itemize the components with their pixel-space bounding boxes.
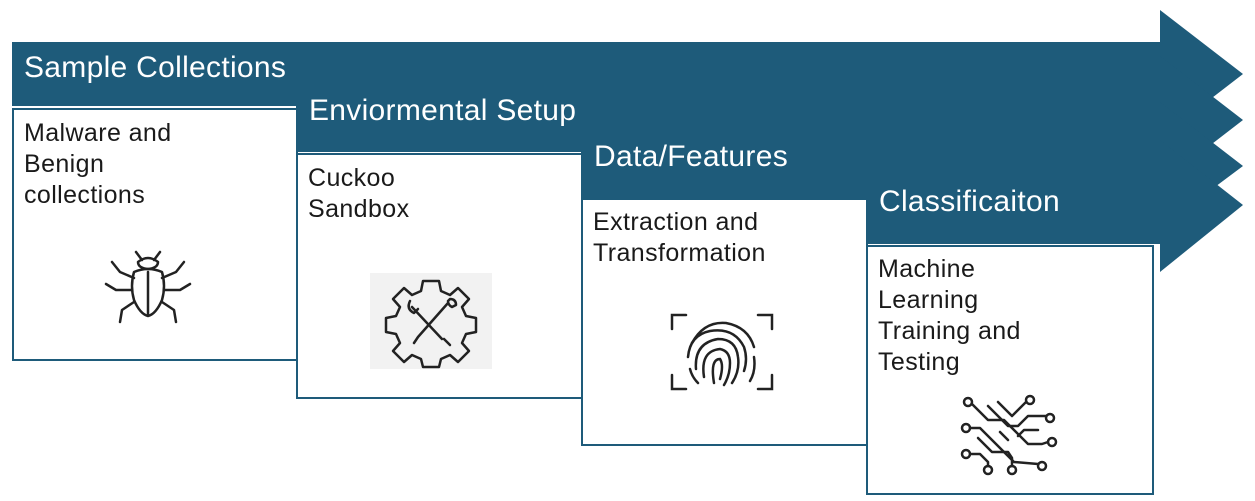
gear-tools-icon bbox=[370, 273, 492, 369]
bug-icon bbox=[98, 240, 198, 326]
step-title-4: Classificaiton bbox=[879, 185, 1060, 218]
step-desc-line: Cuckoo bbox=[308, 164, 396, 192]
step-desc-line: Benign bbox=[24, 150, 105, 178]
step-desc-line: Malware and bbox=[24, 119, 172, 147]
step-desc-line: Learning bbox=[878, 286, 979, 314]
arrow-banner-4 bbox=[866, 140, 1243, 272]
step-desc-line: Training and bbox=[878, 317, 1021, 345]
step-desc-line: Sandbox bbox=[308, 195, 410, 223]
fingerprint-scan-icon bbox=[670, 313, 774, 391]
step-desc-2: Cuckoo Sandbox bbox=[308, 163, 410, 225]
step-desc-line: Transformation bbox=[593, 239, 766, 267]
step-title-1: Sample Collections bbox=[24, 51, 287, 84]
step-desc-3: Extraction and Transformation bbox=[593, 207, 766, 269]
step-desc-line: Extraction and bbox=[593, 208, 759, 236]
step-card-1 bbox=[12, 108, 298, 361]
step-desc-4: Machine Learning Training and Testing bbox=[878, 254, 1021, 378]
step-title-3: Data/Features bbox=[594, 140, 788, 173]
circuit-network-icon bbox=[958, 392, 1058, 476]
step-desc-line: Machine bbox=[878, 255, 976, 283]
step-desc-1: Malware and Benign collections bbox=[24, 118, 172, 211]
step-desc-line: Testing bbox=[878, 348, 961, 376]
step-desc-line: collections bbox=[24, 181, 146, 209]
step-title-2: Enviormental Setup bbox=[309, 94, 577, 127]
